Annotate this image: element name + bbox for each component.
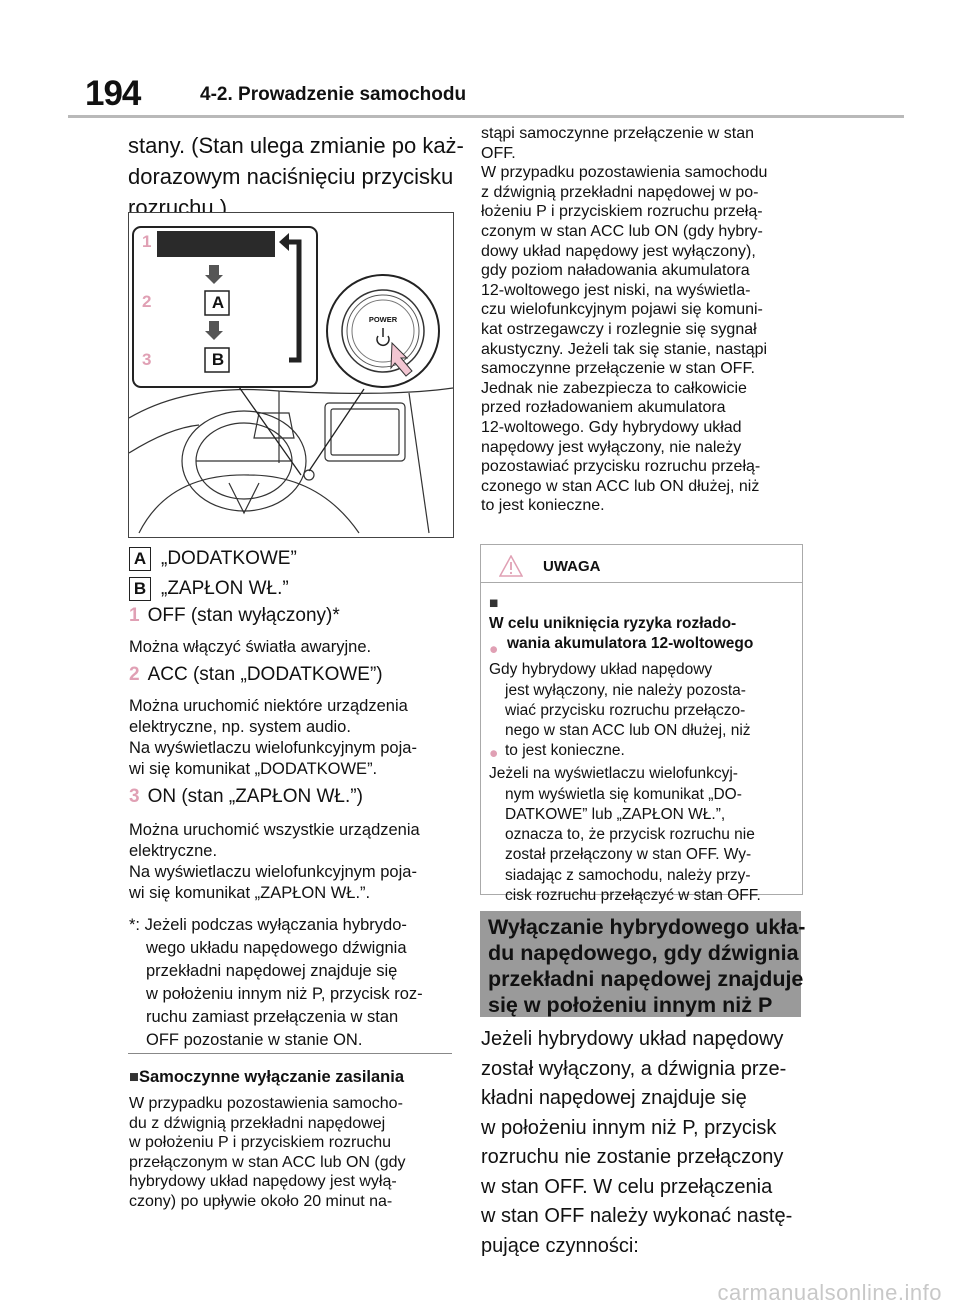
intro-paragraph: stany. (Stan ulega zmianie po każ- doraz…: [128, 133, 464, 220]
warning-bullet-1: ●Gdy hybrydowy układ napędowy jest wyłąc…: [489, 641, 751, 760]
step-2-label: 2: [142, 292, 152, 311]
item-1-desc: Można włączyć światła awaryjne.: [129, 638, 372, 656]
legend-b-text: „ZAPŁON WŁ.”: [161, 578, 289, 599]
power-button-label: POWER: [368, 315, 398, 324]
state-b-box: B: [211, 350, 225, 369]
legend-a-letter: A: [129, 546, 151, 571]
page-number: 194: [85, 74, 141, 113]
section-heading-box: Wyłączanie hybrydowego ukła- du napędowe…: [480, 911, 805, 1017]
warning-subheading: ■W celu uniknięcia ryzyka rozłado- wania…: [489, 595, 754, 652]
step-3-label: 3: [142, 350, 152, 369]
warning-title: UWAGA: [543, 558, 601, 575]
auto-off-text: W przypadku pozostawienia samocho- du z …: [129, 1095, 406, 1210]
item-2-desc: Można uruchomić niektóre urządzenia elek…: [129, 697, 417, 778]
warning-bullet-2: ●Jeżeli na wyświetlaczu wielofunkcyj- ny…: [489, 745, 761, 905]
warning-box: UWAGA ■W celu uniknięcia ryzyka rozłado-…: [480, 544, 803, 904]
step-1-label: 1: [142, 232, 152, 251]
warning-header-rule: [481, 582, 802, 583]
dashboard-illustration: [129, 226, 453, 534]
section-heading: Wyłączanie hybrydowego ukła- du napędowe…: [488, 915, 806, 1017]
legend-a-text: „DODATKOWE”: [161, 548, 297, 569]
auto-off-continued: stąpi samoczynne przełączenie w stan OFF…: [481, 125, 768, 515]
auto-off-heading: ■Samoczynne wyłączanie zasilania: [129, 1068, 405, 1086]
watermark: carmanualsonline.info: [717, 1280, 942, 1305]
section-title: 4-2. Prowadzenie samochodu: [200, 84, 467, 105]
legend-b: B „ZAPŁON WŁ.”: [129, 573, 289, 604]
legend-a: A „DODATKOWE”: [129, 543, 297, 574]
header-divider: [68, 115, 904, 118]
shutdown-paragraph: Jeżeli hybrydowy układ napędowy został w…: [481, 1028, 793, 1257]
state-a-box: A: [211, 293, 225, 312]
item-3-desc: Można uruchomić wszystkie urządzenia ele…: [129, 821, 420, 902]
legend-b-letter: B: [129, 576, 151, 601]
warning-triangle-icon: [499, 555, 523, 577]
power-switch-figure: 1 2 3 A B POWER: [128, 212, 454, 538]
section-divider: [128, 1053, 452, 1054]
footnote: *: Jeżeli podczas wyłączania hybrydo- we…: [129, 916, 423, 1049]
